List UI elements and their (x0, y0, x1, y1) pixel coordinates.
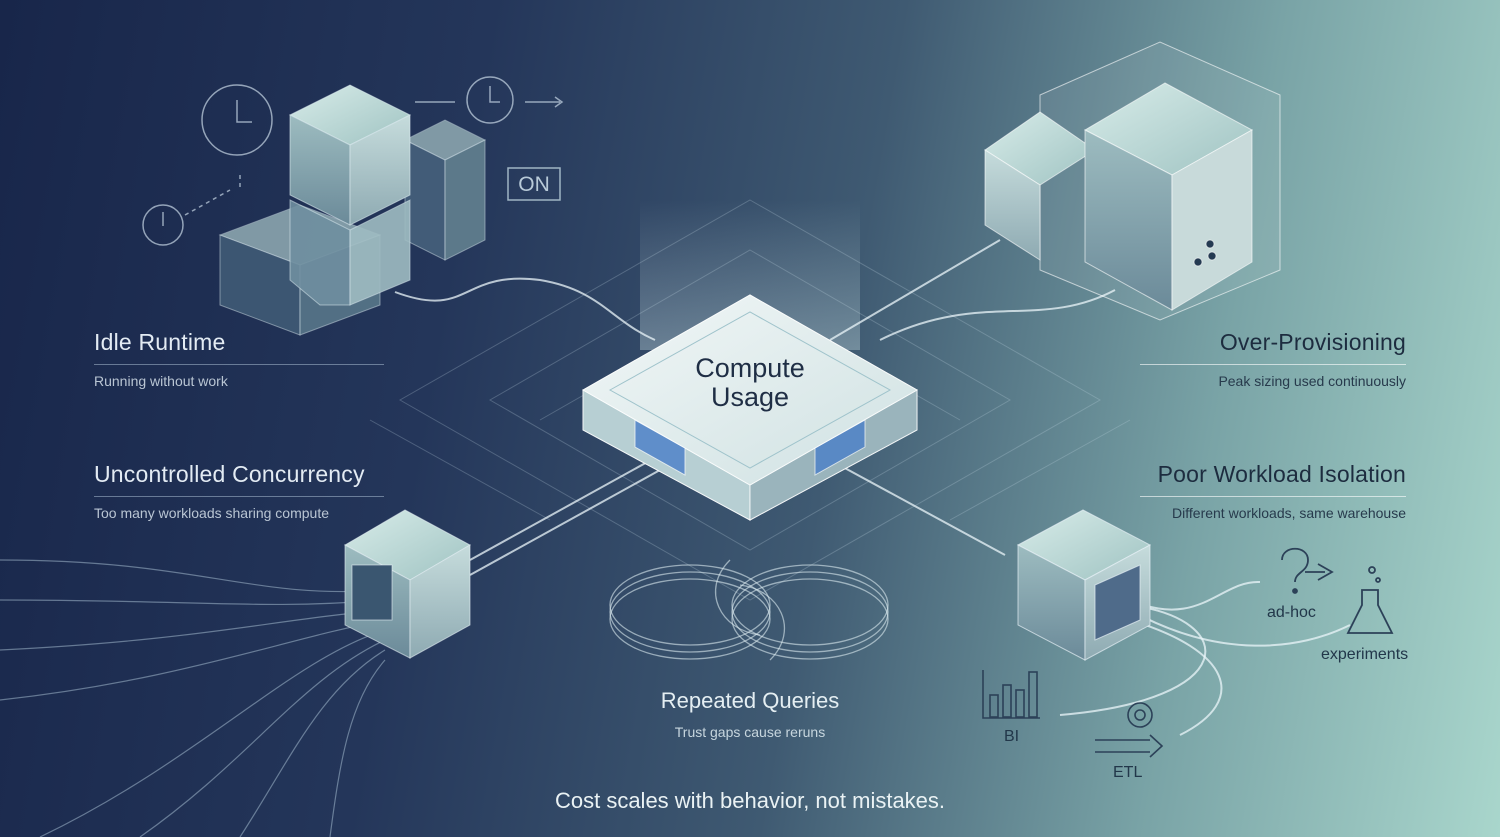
uncontrolled-concurrency-subtitle: Too many workloads sharing compute (94, 505, 330, 521)
etl-label: ETL (1113, 764, 1143, 781)
compute-usage-platform (581, 294, 919, 521)
compute-usage-line1: Compute (695, 353, 805, 383)
concurrency-cube (343, 509, 472, 659)
uncontrolled-concurrency-title: Uncontrolled Concurrency (94, 461, 365, 487)
over-provisioning-section: Over-Provisioning Peak sizing used conti… (1140, 329, 1406, 389)
flow-arrows (394, 239, 1351, 736)
over-provisioning-title: Over-Provisioning (1219, 329, 1406, 355)
poor-workload-isolation-title: Poor Workload Isolation (1157, 461, 1406, 487)
bi-label: BI (1004, 728, 1020, 745)
poor-workload-isolation-section: Poor Workload Isolation Different worklo… (1140, 461, 1406, 521)
compute-usage-line2: Usage (710, 382, 790, 412)
adhoc-label: ad-hoc (1267, 604, 1316, 621)
repeated-queries-title: Repeated Queries (660, 688, 840, 713)
idle-cubes (218, 84, 487, 336)
clock-icon (142, 76, 564, 246)
isolation-cube (1016, 509, 1152, 661)
repeated-query-loops (609, 559, 889, 661)
adhoc-question-icon (1281, 547, 1334, 594)
idle-runtime-section: Idle Runtime Running without work (94, 329, 384, 389)
experiments-flask-icon (1346, 566, 1394, 634)
idle-runtime-title: Idle Runtime (94, 329, 226, 355)
divider (94, 496, 384, 497)
compute-usage-label: Compute Usage (650, 354, 850, 412)
divider (1140, 496, 1406, 497)
experiments-label: experiments (1321, 646, 1409, 663)
poor-workload-isolation-subtitle: Different workloads, same warehouse (1172, 505, 1406, 521)
bi-chart-icon (982, 670, 1040, 719)
on-badge: ON (518, 173, 550, 196)
tagline: Cost scales with behavior, not mistakes. (554, 788, 946, 813)
idle-runtime-subtitle: Running without work (94, 373, 228, 389)
etl-gear-icon (1095, 702, 1164, 758)
over-provisioned-cubes (984, 41, 1281, 321)
divider (1140, 364, 1406, 365)
divider (94, 364, 384, 365)
uncontrolled-concurrency-section: Uncontrolled Concurrency Too many worklo… (94, 461, 384, 521)
on-badge-frame (507, 167, 561, 201)
repeated-queries-section: Repeated Queries Trust gaps cause reruns (600, 688, 900, 740)
over-provisioning-subtitle: Peak sizing used continuously (1218, 373, 1406, 389)
concurrency-lines (0, 559, 386, 837)
repeated-queries-subtitle: Trust gaps cause reruns (674, 724, 826, 740)
